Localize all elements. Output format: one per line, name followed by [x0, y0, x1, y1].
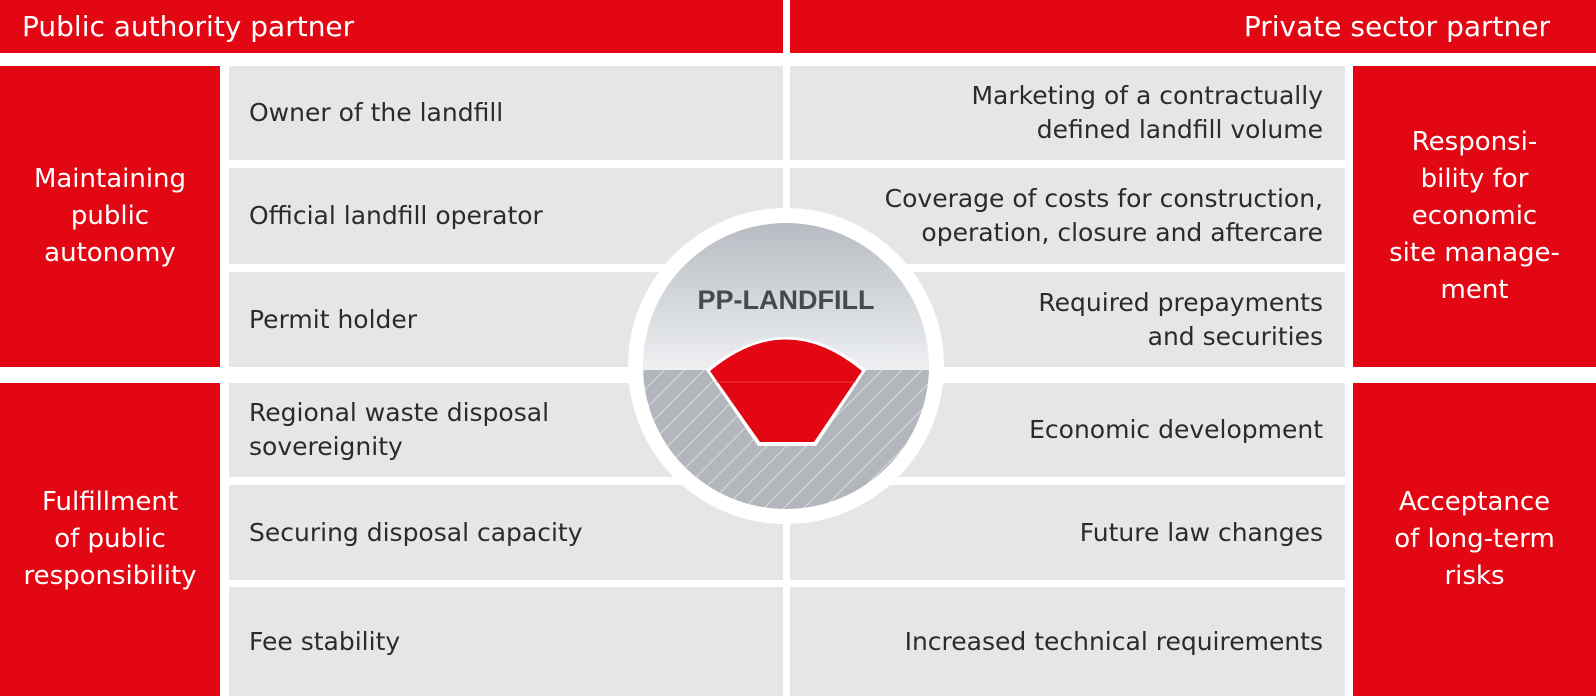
item-text: Regional waste disposal sovereignity — [249, 398, 550, 461]
category-economic-management: Responsi- bility for economic site manag… — [1353, 66, 1596, 367]
category-long-term-risks: Acceptance of long-term risks — [1353, 383, 1596, 696]
right-item: Increased technical requirements — [790, 587, 1345, 696]
left-item: Official landfill operator — [229, 168, 783, 264]
category-label: Maintaining public autonomy — [33, 164, 187, 268]
center-title: PP-LANDFILL — [698, 285, 875, 315]
category-public-responsibility: Fulfillment of public responsibility — [0, 383, 220, 696]
category-public-autonomy: Maintaining public autonomy — [0, 66, 220, 367]
item-text: Fee stability — [249, 626, 401, 656]
private-sector-header: Private sector partner — [790, 0, 1596, 53]
item-text: Marketing of a contractually defined lan… — [971, 81, 1323, 144]
left-item: Fee stability — [229, 587, 783, 696]
pp-landfill-emblem: PP-LANDFILL — [628, 208, 944, 524]
item-text: Securing disposal capacity — [249, 517, 583, 547]
right-item: Future law changes — [790, 485, 1345, 580]
category-label: Responsi- bility for economic site manag… — [1389, 127, 1560, 305]
left-item: Securing disposal capacity — [229, 485, 783, 580]
item-text: Permit holder — [249, 304, 418, 334]
item-text: Coverage of costs for construction, oper… — [884, 184, 1323, 247]
category-label: Acceptance of long-term risks — [1394, 487, 1555, 591]
item-text: Required prepayments and securities — [1038, 287, 1323, 351]
left-item: Owner of the landfill — [229, 66, 783, 160]
right-item: Coverage of costs for construction, oper… — [790, 168, 1345, 264]
item-text: Future law changes — [1079, 517, 1323, 547]
landfill-cross-section-icon: PP-LANDFILL — [628, 208, 944, 524]
public-authority-header: Public authority partner — [0, 0, 783, 53]
item-text: Official landfill operator — [249, 201, 543, 230]
item-text: Economic development — [1029, 415, 1323, 444]
right-item: Marketing of a contractually defined lan… — [790, 66, 1345, 160]
private-sector-title: Private sector partner — [1243, 10, 1550, 43]
public-authority-title: Public authority partner — [22, 10, 355, 43]
category-label: Fulfillment of public responsibility — [23, 487, 197, 591]
item-text: Owner of the landfill — [249, 98, 504, 127]
item-text: Increased technical requirements — [904, 626, 1323, 656]
